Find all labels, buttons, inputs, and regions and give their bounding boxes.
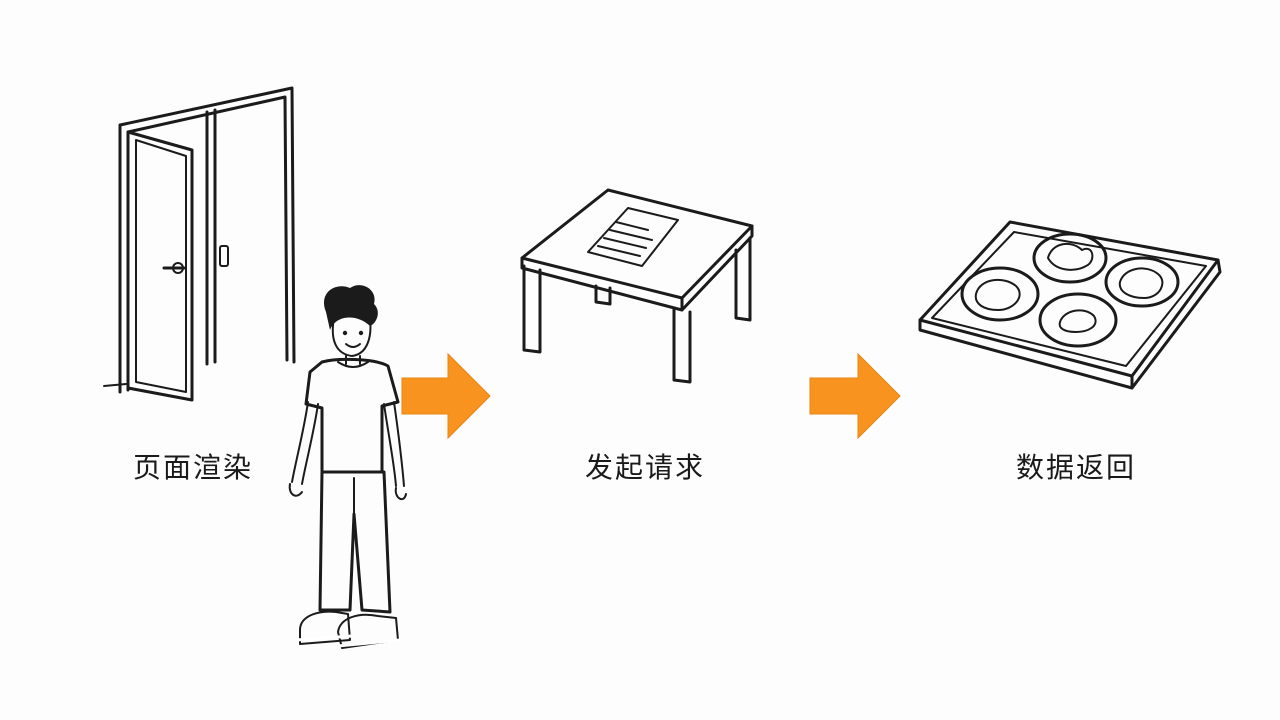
- dish-bottom: [1038, 292, 1118, 348]
- dish-left: [960, 266, 1040, 322]
- person-figure: [288, 285, 407, 649]
- arrow-right-2: [809, 352, 901, 440]
- step-label-request: 发起请求: [585, 451, 706, 484]
- door-icon: [103, 86, 296, 402]
- tray-with-dishes-icon: [918, 220, 1222, 390]
- step-label-render: 页面渲染: [133, 451, 254, 484]
- step-label-response: 数据返回: [1016, 451, 1137, 484]
- dish-top: [1032, 232, 1108, 284]
- dish-right: [1104, 256, 1180, 308]
- arrow-right-1: [401, 352, 491, 440]
- table-with-paper-icon: [520, 188, 754, 384]
